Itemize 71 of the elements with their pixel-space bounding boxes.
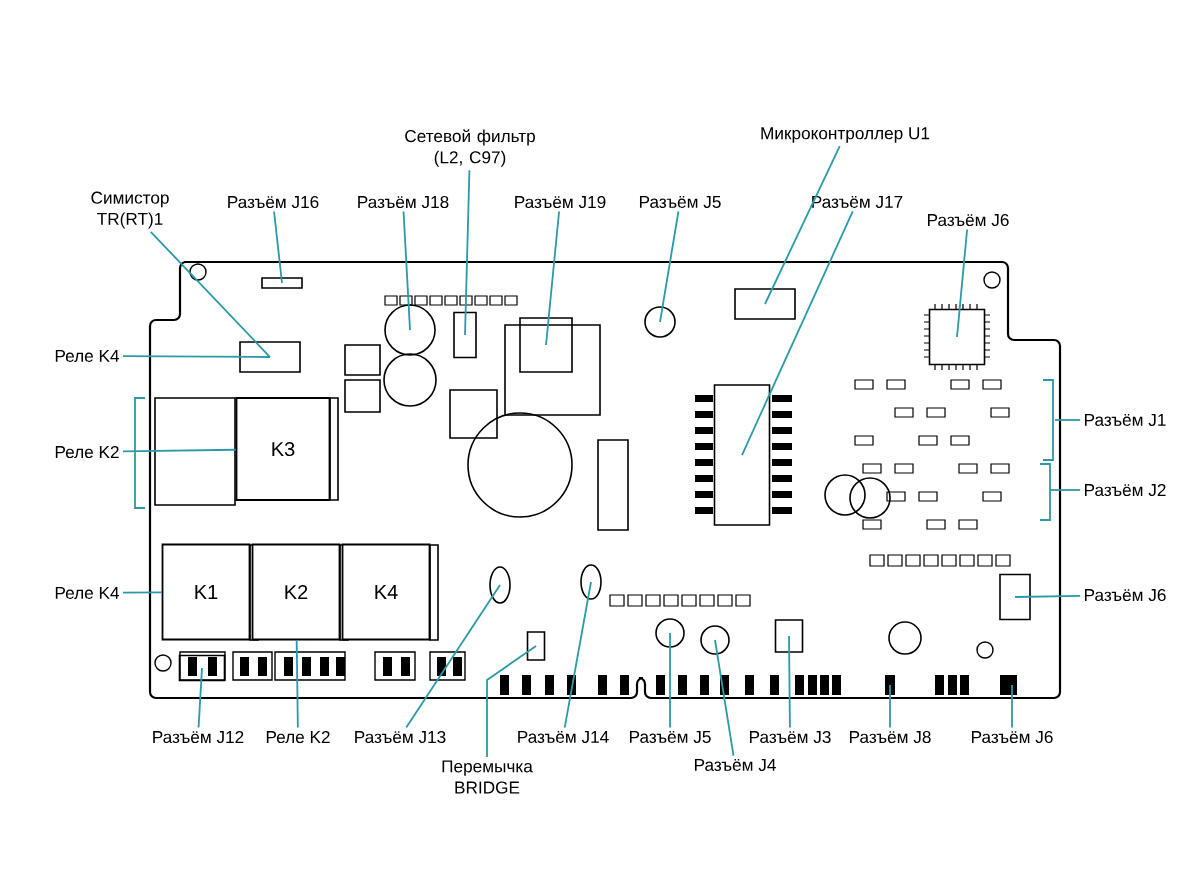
callout-label: Реле K2: [55, 445, 119, 459]
connector: [261, 277, 303, 289]
capacitor: [580, 564, 602, 600]
leader-line: [1014, 594, 1082, 598]
leader-line: [405, 584, 501, 729]
relay-box: K2: [251, 543, 341, 641]
callout-label: Разъём J13: [355, 730, 446, 744]
pin-header: [734, 288, 796, 320]
leader-line: [741, 210, 854, 456]
leader-line: [464, 169, 471, 336]
filter-coil: [453, 311, 477, 359]
leader-line: [122, 591, 163, 594]
callout-label: Реле K4: [55, 587, 120, 599]
callout-label: Разъём J6: [1085, 588, 1166, 602]
callout-label: Разъём J6: [928, 213, 1009, 227]
connector: [178, 654, 226, 682]
leader-line: [197, 667, 203, 729]
connector: [774, 619, 804, 653]
callout-label: Микроконтроллер U1: [761, 127, 930, 143]
leader-line: [1049, 489, 1082, 491]
capacitor: [489, 566, 511, 604]
callout-label: Реле K4: [55, 350, 120, 362]
callout-label: Разъём J2: [1085, 483, 1166, 497]
leader-line: [669, 632, 671, 729]
connector: [999, 573, 1031, 621]
callout-label: Разъём J8: [850, 730, 931, 744]
callout-label: Разъём J19: [515, 195, 606, 209]
chip: [713, 384, 771, 526]
capacitor: [655, 618, 685, 648]
leader-line: [764, 145, 841, 305]
chip: [928, 308, 986, 366]
leader-line: [273, 210, 283, 284]
capacitor: [700, 625, 730, 655]
capacitor: [384, 304, 436, 356]
callout-label: Симистор TR(RT)1: [91, 191, 169, 229]
leader-line: [149, 230, 271, 358]
callout-label: Разъём J12: [153, 730, 244, 744]
relay-box: K3: [235, 397, 331, 501]
callout-label: Разъём J6: [972, 730, 1053, 744]
callout-label: Разъём J1: [1085, 414, 1166, 426]
leader-line: [563, 581, 592, 729]
leader-line: [122, 355, 271, 358]
leader-line: [714, 639, 735, 757]
leader-line: [122, 448, 237, 453]
callout-label: Разъём J17: [812, 196, 903, 208]
callout-label: Разъём J16: [228, 195, 319, 209]
leader-line: [1054, 419, 1082, 421]
callout-label: Разъём J5: [640, 196, 721, 208]
leader-line: [486, 645, 537, 758]
callout-label: Перемычка BRIDGE: [442, 760, 533, 794]
capacitor: [644, 306, 676, 338]
leader-line: [788, 635, 791, 729]
callout-label: Разъём J18: [358, 195, 449, 209]
callout-label: Сетевой фильтр (L2, C97): [405, 129, 535, 167]
callout-label: Разъём J14: [518, 731, 609, 743]
connector-pin: [885, 675, 895, 695]
callout-label: Разъём J4: [695, 759, 776, 771]
transformer: [519, 317, 573, 373]
callout-label: Разъём J3: [750, 730, 831, 744]
callout-label: Разъём J5: [630, 731, 711, 743]
leader-line: [956, 228, 968, 338]
connector-pin: [1007, 675, 1017, 695]
jumper: [526, 631, 546, 661]
callout-label: Реле K2: [266, 730, 330, 744]
leader-line: [659, 210, 680, 323]
leader-line: [889, 684, 891, 729]
leader-line: [1011, 684, 1013, 729]
triac: [239, 341, 301, 373]
relay-box: K4: [341, 543, 431, 641]
relay-box: K1: [161, 543, 251, 641]
leader-line: [545, 210, 560, 346]
